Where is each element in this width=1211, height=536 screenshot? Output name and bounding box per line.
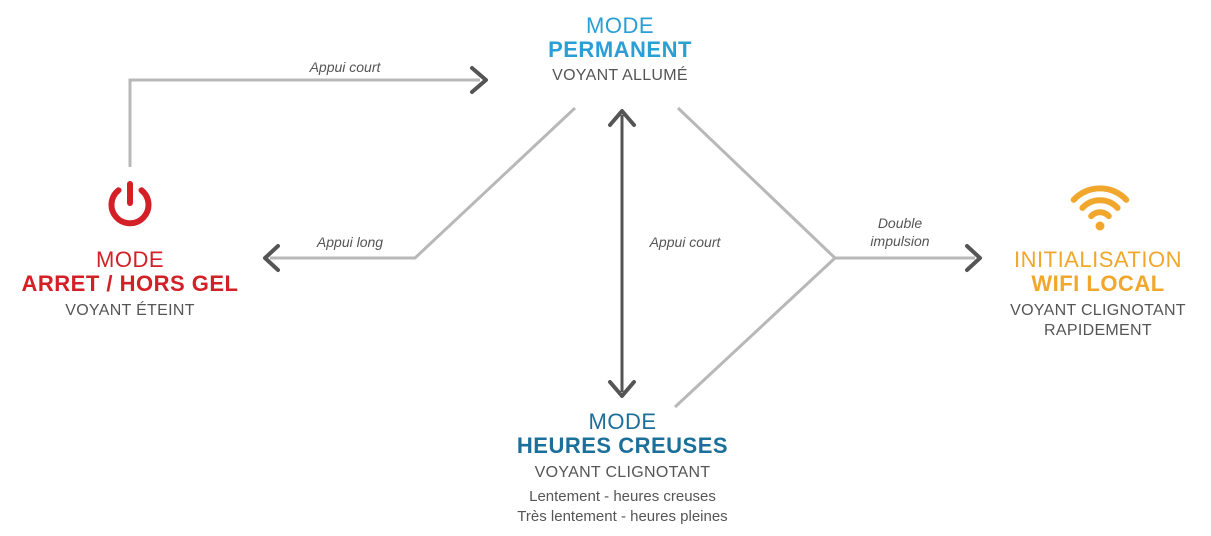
node-wifi-status-1: VOYANT CLIGNOTANT xyxy=(1010,302,1186,319)
edge-label-appui-court-middle: Appui court xyxy=(649,234,721,250)
node-mode-heures-creuses: MODE HEURES CREUSES VOYANT CLIGNOTANT Le… xyxy=(480,410,765,527)
arrowhead-to-arret xyxy=(263,244,280,272)
node-permanent-status: VOYANT ALLUMÉ xyxy=(552,67,688,84)
edge-label-appui-court-top: Appui court xyxy=(309,59,381,75)
node-arret-mode-label: MODE xyxy=(96,247,164,272)
node-heures-title: HEURES CREUSES xyxy=(516,433,729,458)
node-arret-title: ARRET / HORS GEL xyxy=(21,271,239,296)
power-icon xyxy=(108,181,152,227)
node-heures-status: VOYANT CLIGNOTANT xyxy=(534,464,711,481)
arrowhead-down-heures xyxy=(608,380,636,398)
node-heures-detail-1: Lentement - heures creuses xyxy=(529,488,716,505)
edge-label-double: Double xyxy=(877,215,923,231)
connector-permanent-wifi xyxy=(676,106,837,260)
connector-heures-wifi xyxy=(673,256,837,409)
arrowhead-to-permanent xyxy=(470,66,488,94)
edge-label-appui-long: Appui long xyxy=(316,234,384,250)
edge-label-impulsion: impulsion xyxy=(870,233,930,249)
connector-arret-permanent xyxy=(128,78,480,167)
wifi-icon xyxy=(1070,185,1130,231)
node-wifi-init-label: INITIALISATION xyxy=(1014,247,1182,272)
node-heures-detail-2: Très lentement - heures pleines xyxy=(517,508,728,525)
node-wifi-status-2: RAPIDEMENT xyxy=(1044,322,1152,339)
edge-label-double-impulsion: Double impulsion xyxy=(845,214,955,250)
node-arret-status: VOYANT ÉTEINT xyxy=(65,302,195,319)
node-permanent-mode-label: MODE xyxy=(586,13,654,38)
node-permanent-title: PERMANENT xyxy=(548,37,692,62)
node-mode-arret: MODE ARRET / HORS GEL VOYANT ÉTEINT xyxy=(0,248,260,321)
node-wifi-title: WIFI LOCAL xyxy=(1031,271,1165,296)
connector-to-arret xyxy=(270,106,577,260)
node-heures-mode-label: MODE xyxy=(588,409,657,434)
node-initialisation-wifi: INITIALISATION WIFI LOCAL VOYANT CLIGNOT… xyxy=(985,248,1211,341)
node-mode-permanent: MODE PERMANENT VOYANT ALLUMÉ xyxy=(500,14,740,86)
arrowhead-up-permanent xyxy=(608,109,636,127)
arrowhead-to-wifi xyxy=(965,244,982,272)
